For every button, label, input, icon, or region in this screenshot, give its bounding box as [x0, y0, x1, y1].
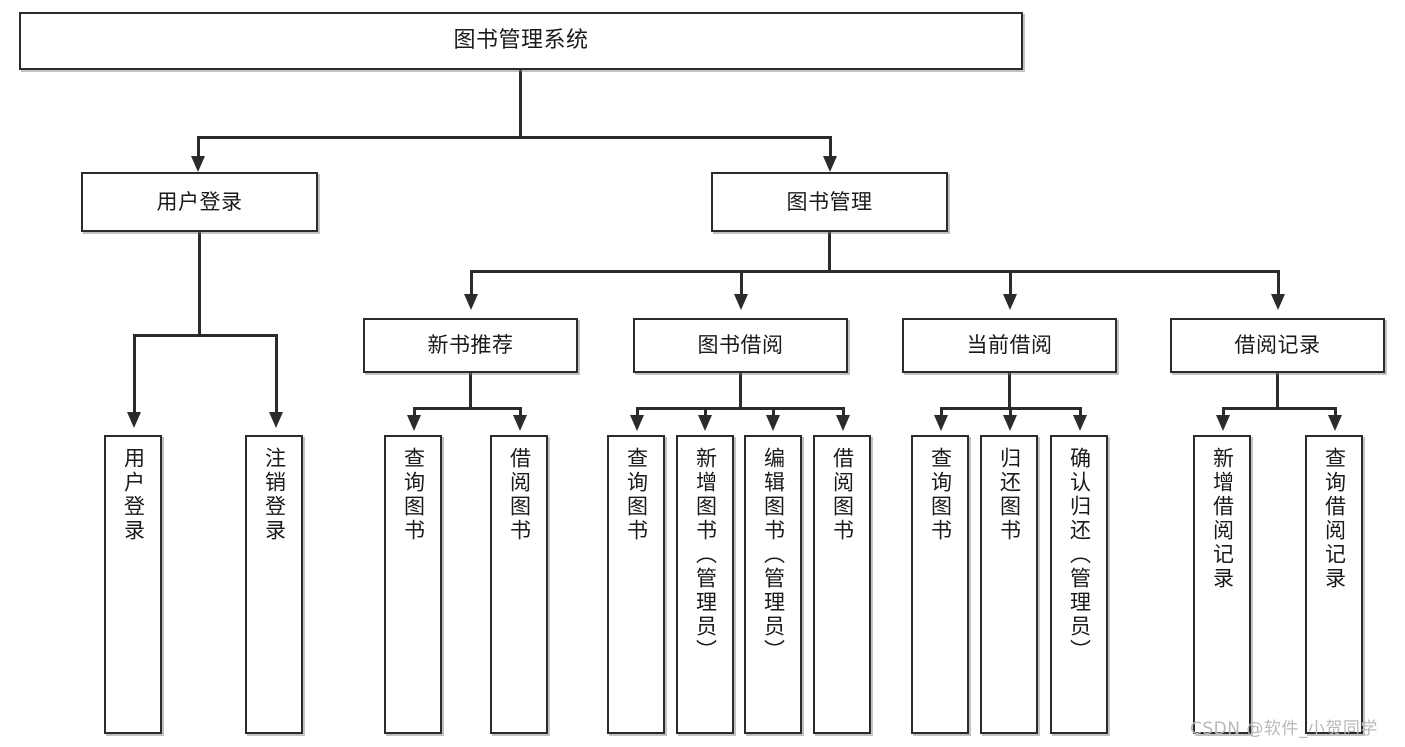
edge-current-borrow-to-leaf-2 — [1009, 407, 1012, 417]
edge-new-book-stem — [469, 373, 472, 409]
edge-new-book-to-leaf-2 — [519, 407, 522, 417]
leaf-bookborrow-query-book[interactable]: 查询图书 — [607, 435, 665, 734]
arrowhead-bm-book-borrow — [734, 294, 748, 310]
edge-bm-to-borrow-record — [1277, 270, 1280, 296]
leaf-bookborrow-add-book-admin[interactable]: 新增图书（管理员） — [676, 435, 734, 734]
arrowhead-root-to-user-login — [191, 156, 205, 172]
arrowhead-current-borrow-leaf-3 — [1073, 415, 1087, 431]
edge-book-borrow-stem — [739, 373, 742, 409]
edge-borrow-record-bus — [1222, 407, 1336, 410]
node-label: 查询图书 — [624, 447, 649, 543]
node-book-management[interactable]: 图书管理 — [711, 172, 948, 232]
arrowhead-book-borrow-leaf-2 — [698, 415, 712, 431]
edge-book-borrow-to-leaf-4 — [842, 407, 845, 417]
leaf-borrowrecord-query-record[interactable]: 查询借阅记录 — [1305, 435, 1363, 734]
node-current-borrow[interactable]: 当前借阅 — [902, 318, 1117, 373]
edge-current-borrow-to-leaf-3 — [1079, 407, 1082, 417]
arrowhead-current-borrow-leaf-1 — [934, 415, 948, 431]
node-label: 编辑图书（管理员） — [761, 447, 786, 663]
edge-book-borrow-to-leaf-2 — [704, 407, 707, 417]
leaf-user-logout[interactable]: 注销登录 — [245, 435, 303, 734]
edge-root-bus — [197, 136, 831, 139]
edge-book-borrow-bus — [636, 407, 844, 410]
edge-current-borrow-stem — [1008, 373, 1011, 409]
edge-user-login-to-leaf-1 — [133, 334, 136, 414]
arrowhead-bm-borrow-record — [1271, 294, 1285, 310]
node-label: 查询图书 — [928, 447, 953, 543]
node-label: 借阅记录 — [1234, 333, 1321, 358]
edge-current-borrow-to-leaf-1 — [940, 407, 943, 417]
node-user-login[interactable]: 用户登录 — [81, 172, 318, 232]
edge-book-borrow-to-leaf-1 — [636, 407, 639, 417]
leaf-newbook-borrow-book[interactable]: 借阅图书 — [490, 435, 548, 734]
edge-root-to-user-login — [197, 136, 200, 160]
edge-borrow-record-stem — [1276, 373, 1279, 409]
edge-borrow-record-to-leaf-1 — [1222, 407, 1225, 417]
arrowhead-user-login-leaf-1 — [127, 412, 141, 428]
leaf-bookborrow-edit-book-admin[interactable]: 编辑图书（管理员） — [744, 435, 802, 734]
edge-book-borrow-to-leaf-3 — [772, 407, 775, 417]
arrowhead-borrow-record-leaf-1 — [1216, 415, 1230, 431]
edge-book-management-bus — [470, 270, 1279, 273]
arrowhead-new-book-leaf-2 — [513, 415, 527, 431]
node-label: 图书管理 — [786, 189, 873, 214]
edge-book-management-stem — [828, 232, 831, 272]
node-label: 借阅图书 — [507, 447, 532, 543]
node-label: 用户登录 — [156, 189, 243, 214]
edge-bm-to-book-borrow — [740, 270, 743, 296]
leaf-borrowrecord-add-record[interactable]: 新增借阅记录 — [1193, 435, 1251, 734]
node-label: 当前借阅 — [966, 333, 1053, 358]
edge-user-login-bus — [133, 334, 277, 337]
node-label: 新书推荐 — [427, 333, 514, 358]
arrowhead-bm-current-borrow — [1003, 294, 1017, 310]
node-label: 借阅图书 — [830, 447, 855, 543]
edge-root-to-book-manage — [829, 136, 832, 160]
node-root-system[interactable]: 图书管理系统 — [19, 12, 1023, 70]
edge-user-login-stem — [198, 232, 201, 336]
node-label: 归还图书 — [997, 447, 1022, 543]
node-label: 图书借阅 — [697, 333, 784, 358]
edge-borrow-record-to-leaf-2 — [1334, 407, 1337, 417]
csdn-watermark: CSDN @软件_小贺同学 — [1190, 719, 1378, 739]
node-label: 新增借阅记录 — [1210, 447, 1235, 591]
node-label: 查询借阅记录 — [1322, 447, 1347, 591]
edge-root-stem — [519, 70, 522, 138]
leaf-currentborrow-confirm-return-admin[interactable]: 确认归还（管理员） — [1050, 435, 1108, 734]
node-book-borrow[interactable]: 图书借阅 — [633, 318, 848, 373]
arrowhead-book-borrow-leaf-3 — [766, 415, 780, 431]
leaf-currentborrow-return-book[interactable]: 归还图书 — [980, 435, 1038, 734]
arrowhead-book-borrow-leaf-4 — [836, 415, 850, 431]
arrowhead-root-to-book-manage — [823, 156, 837, 172]
arrowhead-book-borrow-leaf-1 — [630, 415, 644, 431]
arrowhead-bm-new-book — [464, 294, 478, 310]
arrowhead-borrow-record-leaf-2 — [1328, 415, 1342, 431]
edge-user-login-to-leaf-2 — [275, 334, 278, 414]
edge-new-book-to-leaf-1 — [413, 407, 416, 417]
edge-new-book-bus — [413, 407, 521, 410]
node-borrow-record[interactable]: 借阅记录 — [1170, 318, 1385, 373]
edge-bm-to-new-book — [470, 270, 473, 296]
node-label: 新增图书（管理员） — [693, 447, 718, 663]
arrowhead-new-book-leaf-1 — [407, 415, 421, 431]
node-new-book-recommend[interactable]: 新书推荐 — [363, 318, 578, 373]
edge-bm-to-current-borrow — [1009, 270, 1012, 296]
leaf-newbook-query-book[interactable]: 查询图书 — [384, 435, 442, 734]
node-label: 用户登录 — [121, 447, 146, 543]
leaf-currentborrow-query-book[interactable]: 查询图书 — [911, 435, 969, 734]
leaf-user-login[interactable]: 用户登录 — [104, 435, 162, 734]
node-label: 注销登录 — [262, 447, 287, 543]
node-label: 确认归还（管理员） — [1067, 447, 1092, 663]
leaf-bookborrow-borrow-book[interactable]: 借阅图书 — [813, 435, 871, 734]
node-label: 图书管理系统 — [453, 28, 589, 54]
node-label: 查询图书 — [401, 447, 426, 543]
arrowhead-user-login-leaf-2 — [269, 412, 283, 428]
arrowhead-current-borrow-leaf-2 — [1003, 415, 1017, 431]
